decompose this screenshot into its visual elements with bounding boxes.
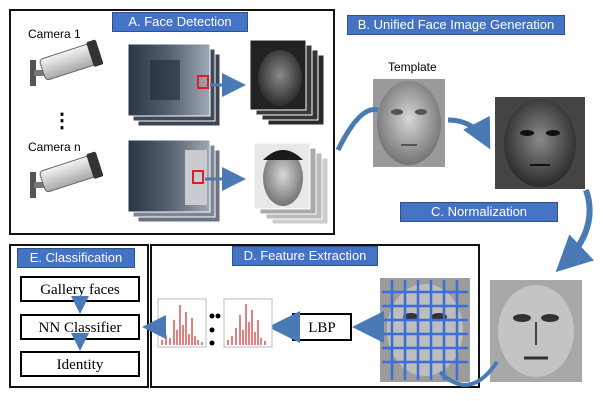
camera-n-icon: [30, 151, 104, 198]
detection-box-bottom: [192, 170, 204, 184]
arrow-to-normalization: [555, 189, 595, 273]
camera-ellipsis: ⋮: [52, 110, 72, 132]
detected-faces-top: [249, 39, 325, 126]
panel-b-title: B. Unified Face Image Generation: [347, 15, 565, 35]
arrow-template-to-generated: [447, 115, 491, 150]
histogram-ellipsis: [209, 313, 221, 346]
gridded-face: [380, 278, 470, 382]
video-frames-bottom: [127, 139, 221, 223]
camera-1-icon: [30, 39, 104, 86]
template-face: [373, 79, 445, 167]
normalized-face: [490, 280, 582, 382]
panel-a-title: A. Face Detection: [112, 12, 248, 32]
nn-classifier-box: NN Classifier: [20, 314, 140, 340]
panel-a-border: [9, 9, 335, 235]
arrow-normalized-to-grid: [438, 360, 499, 387]
detected-faces-bottom: [253, 142, 329, 225]
panel-e-title: E. Classification: [17, 248, 135, 268]
histogram-2: [223, 298, 273, 348]
identity-box: Identity: [20, 351, 140, 377]
panel-c-title: C. Normalization: [400, 202, 558, 222]
histogram-1: [157, 298, 207, 348]
camera-1-label: Camera 1: [28, 27, 81, 41]
template-label: Template: [388, 60, 437, 74]
generated-face: [495, 97, 585, 189]
detection-box-top: [197, 75, 209, 89]
arrow-to-template: [335, 107, 379, 152]
panel-d-title: D. Feature Extraction: [232, 246, 378, 266]
camera-n-label: Camera n: [28, 140, 81, 154]
video-frames-top: [127, 43, 221, 127]
